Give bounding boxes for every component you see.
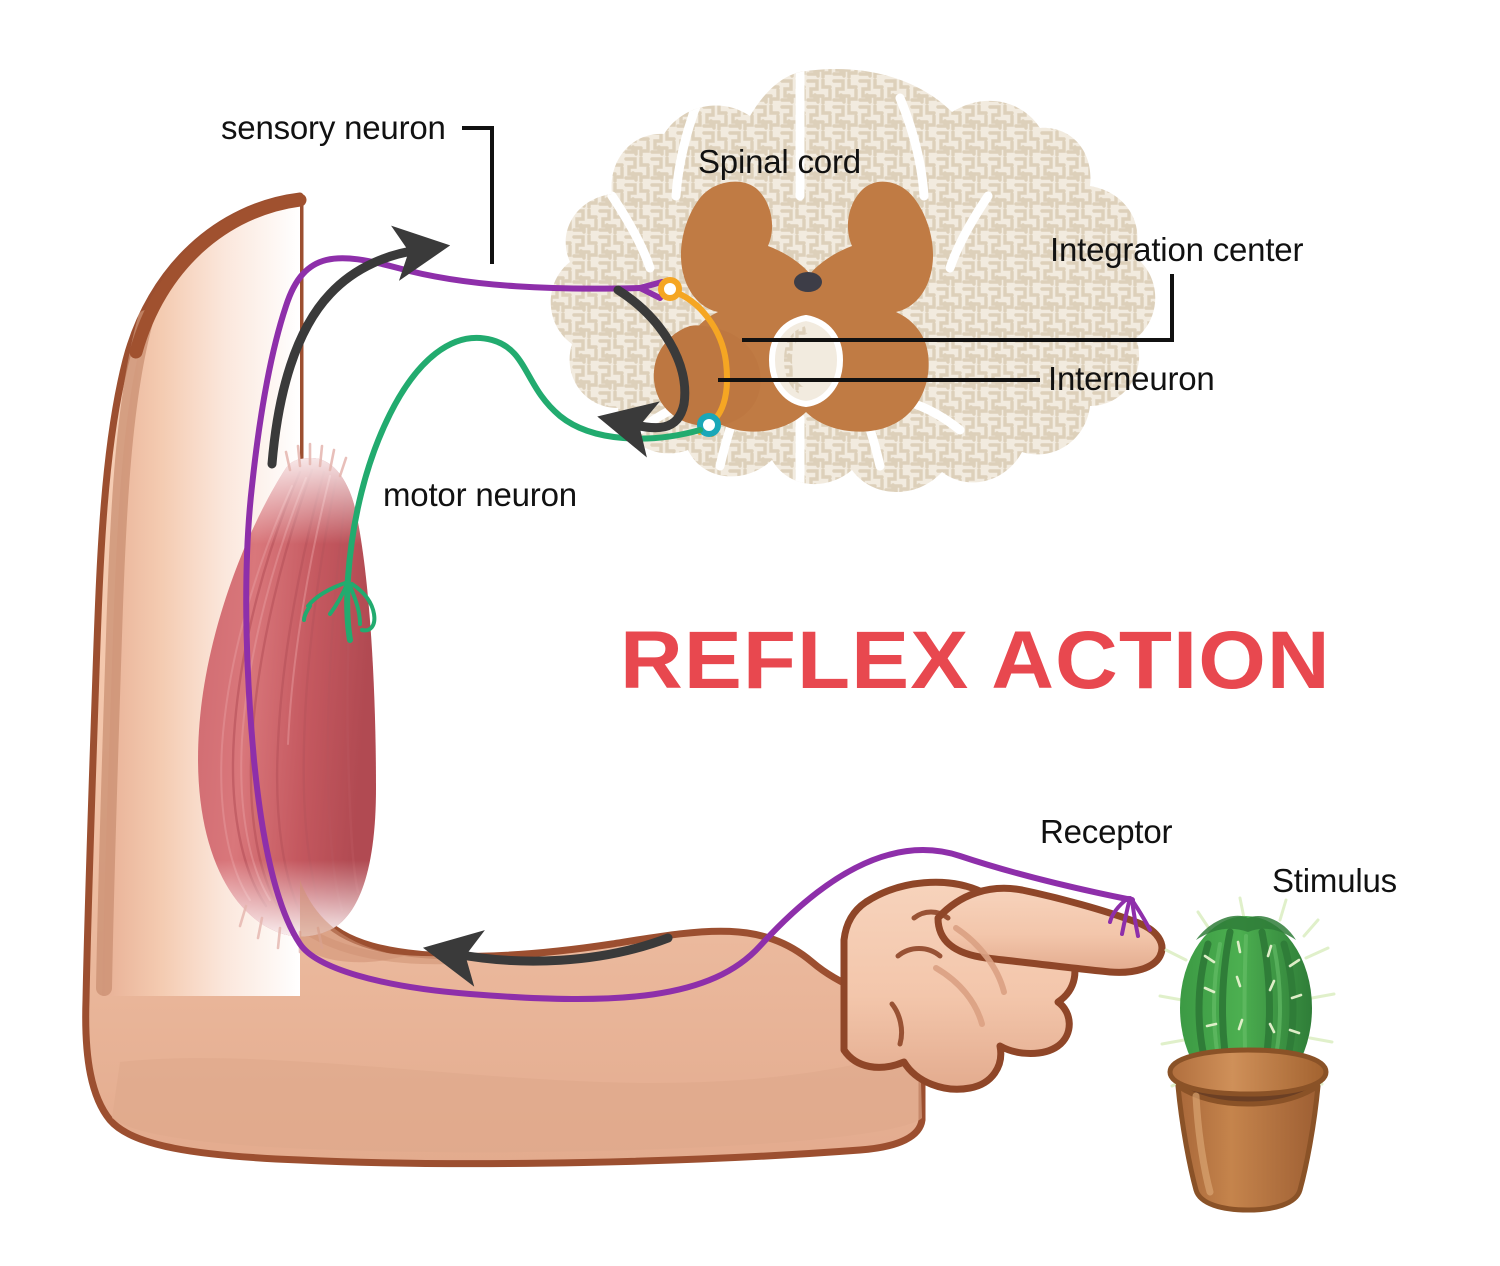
biceps-fade	[198, 458, 376, 937]
label-interneuron: Interneuron	[1048, 360, 1215, 397]
label-spinal-cord: Spinal cord	[698, 143, 861, 180]
arm-illustration	[82, 192, 1166, 1168]
upper-arm-inner-contour	[96, 310, 154, 996]
motor-end-plate	[302, 580, 377, 633]
shoulder-rim	[129, 193, 307, 359]
sensory-direction-arrow[interactable]	[267, 225, 451, 469]
page-title: REFLEX ACTION	[620, 615, 1331, 706]
leader-sensory-neuron	[462, 126, 494, 264]
central-canal	[794, 272, 822, 292]
pot-body	[1175, 1083, 1321, 1213]
biceps-muscle	[198, 442, 376, 954]
hand-illustration	[840, 878, 1166, 1093]
synapse-motor-node	[697, 413, 721, 437]
sensory-neuron-path	[243, 255, 1135, 1003]
leader-lines	[462, 126, 1174, 382]
elbow-shadow	[300, 880, 404, 963]
spinal-cord-cross-section	[550, 69, 1156, 493]
label-stimulus: Stimulus	[1272, 862, 1397, 899]
spinal-integration-arrow[interactable]	[597, 285, 690, 458]
label-receptor: Receptor	[1040, 813, 1173, 850]
receptor-nerve-endings	[1108, 896, 1152, 938]
cactus-spines-front	[1203, 940, 1303, 1068]
cactus-plant	[1158, 896, 1336, 1213]
sensory-terminal-fork	[637, 279, 669, 301]
cactus-crown	[1196, 915, 1296, 940]
label-integration-center: Integration center	[1050, 231, 1304, 268]
label-sensory-neuron: sensory neuron	[221, 109, 446, 146]
motor-neuron-path	[344, 334, 703, 643]
pot-rim	[1167, 1047, 1329, 1097]
leader-integration-center	[742, 274, 1174, 342]
synapse-sensory-node	[658, 277, 682, 301]
motor-direction-arrow[interactable]	[422, 930, 673, 987]
forearm-shading	[112, 1046, 922, 1153]
pot-highlight	[1192, 1092, 1214, 1196]
interneuron-path	[669, 288, 730, 429]
direction-arrows	[267, 225, 690, 987]
neuron-pathways	[243, 255, 1152, 1003]
label-motor-neuron: motor neuron	[383, 476, 577, 513]
